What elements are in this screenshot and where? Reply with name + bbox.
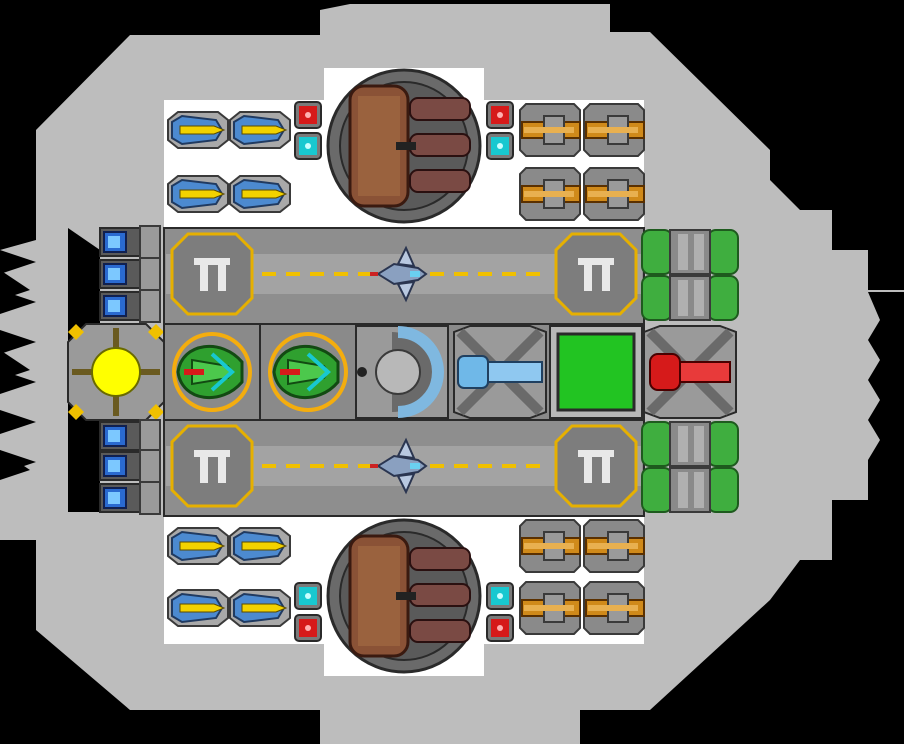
bottom-heavy-turret[interactable]	[326, 518, 482, 674]
hangar-pad-icon	[170, 232, 254, 316]
thruster-icon[interactable]	[99, 225, 161, 259]
laser-cannon[interactable]	[583, 519, 645, 573]
laser-cannon[interactable]	[519, 519, 581, 573]
cyan-node-icon	[294, 132, 322, 160]
engine-pod-icon[interactable]	[641, 229, 739, 275]
missile-pod[interactable]	[167, 589, 229, 627]
missile-pod[interactable]	[229, 589, 291, 627]
red-weapon-icon[interactable]	[643, 325, 737, 419]
cyan-node-icon	[294, 582, 322, 610]
repair-bay-icon[interactable]	[549, 325, 643, 419]
missile-pod[interactable]	[229, 175, 291, 213]
laser-cannon[interactable]	[519, 167, 581, 221]
missile-pod[interactable]	[167, 527, 229, 565]
engine-pod-icon[interactable]	[641, 421, 739, 467]
engine-pod-icon[interactable]	[641, 467, 739, 513]
missile-pod[interactable]	[229, 111, 291, 149]
missile-pod[interactable]	[229, 527, 291, 565]
hull-notches-right	[868, 292, 904, 460]
cyan-node-icon	[486, 582, 514, 610]
thruster-icon[interactable]	[99, 481, 161, 515]
red-node-icon	[294, 614, 322, 642]
cyan-node-icon	[486, 132, 514, 160]
laser-cannon[interactable]	[519, 581, 581, 635]
engine-pod-icon[interactable]	[641, 275, 739, 321]
shield-generator-icon[interactable]	[355, 325, 449, 419]
laser-cannon[interactable]	[583, 581, 645, 635]
laser-cannon[interactable]	[519, 103, 581, 157]
top-heavy-turret[interactable]	[326, 68, 482, 224]
missile-pod[interactable]	[167, 111, 229, 149]
thruster-icon[interactable]	[99, 419, 161, 453]
red-node-icon	[294, 101, 322, 129]
hangar-pad-icon	[554, 424, 638, 508]
laser-cannon[interactable]	[583, 103, 645, 157]
plasma-cannon-icon[interactable]	[453, 325, 547, 419]
laser-cannon[interactable]	[583, 167, 645, 221]
thruster-icon[interactable]	[99, 257, 161, 291]
hangar-pad-icon	[554, 232, 638, 316]
green-drone-bay-icon[interactable]	[170, 330, 254, 414]
red-node-icon	[486, 614, 514, 642]
thruster-icon[interactable]	[99, 289, 161, 323]
reactor-core-icon[interactable]	[67, 323, 165, 421]
green-drone-bay-icon[interactable]	[266, 330, 350, 414]
thruster-icon[interactable]	[99, 449, 161, 483]
missile-pod[interactable]	[167, 175, 229, 213]
hangar-pad-icon	[170, 424, 254, 508]
red-node-icon	[486, 101, 514, 129]
